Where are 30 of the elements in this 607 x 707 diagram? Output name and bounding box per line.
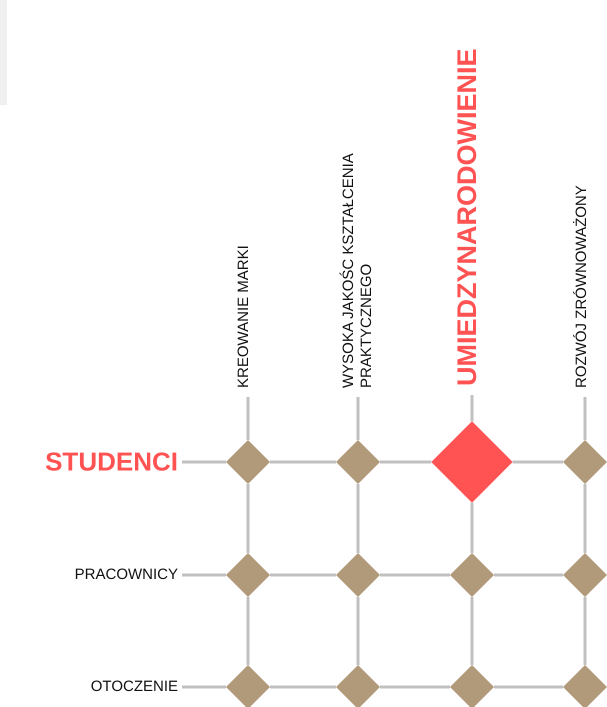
connector-line <box>494 686 563 688</box>
connector-line <box>246 397 250 440</box>
connector-line <box>270 574 336 576</box>
column-label: ROZWÓJ ZRÓWNOWAŻONY <box>573 88 591 388</box>
connector-line <box>470 597 474 665</box>
connector-line <box>584 484 586 553</box>
column-label: UMIEDZYNARODOWIENIE <box>450 6 484 386</box>
connector-line <box>270 460 336 464</box>
column-label: WYSOKA JAKOŚC KSZTAŁCENIA PRAKTYCZNEGO <box>340 96 376 388</box>
connector-line <box>584 397 586 440</box>
connector-line <box>380 460 432 464</box>
connector-line <box>470 395 474 422</box>
connector-line <box>380 574 450 576</box>
connector-line <box>512 460 563 464</box>
connector-line <box>584 597 586 665</box>
connector-line <box>356 484 360 553</box>
row-label: PRACOWNICY <box>74 566 178 584</box>
connector-line <box>380 686 450 688</box>
connector-line <box>470 502 474 553</box>
connector-line <box>356 397 360 440</box>
row-label: OTOCZENIE <box>90 678 178 696</box>
connector-line <box>494 574 563 576</box>
connector-line <box>182 686 226 688</box>
connector-line <box>182 574 226 576</box>
connector-line <box>356 597 360 665</box>
connector-line <box>246 597 250 665</box>
column-label: KREOWANIE MARKI <box>235 88 253 388</box>
connector-line <box>182 460 226 464</box>
connector-line <box>270 686 336 688</box>
row-label: STUDENCI <box>45 446 178 478</box>
